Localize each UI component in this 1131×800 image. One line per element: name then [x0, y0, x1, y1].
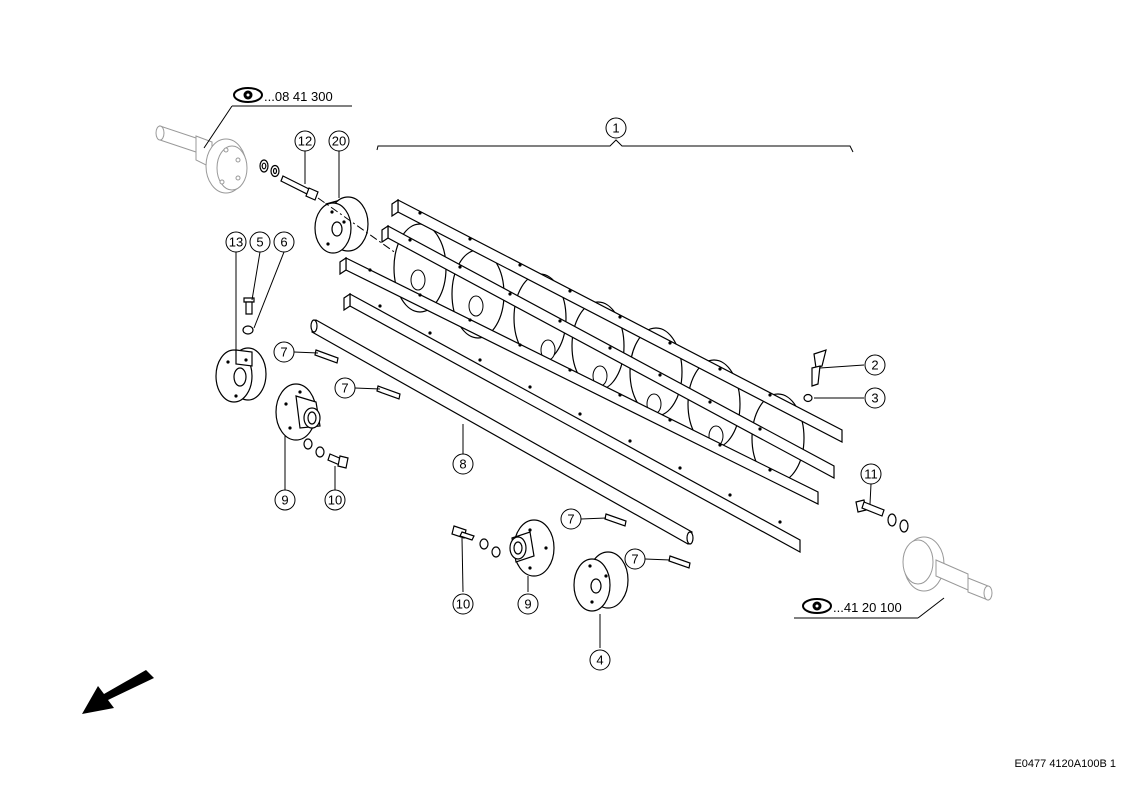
callout-9a[interactable]: 9	[274, 489, 296, 511]
disc-20	[314, 196, 369, 254]
svg-text:3: 3	[871, 391, 878, 406]
rotor-drum-1	[339, 198, 843, 554]
svg-text:10: 10	[328, 493, 342, 508]
key-7b	[376, 385, 401, 400]
callout-5[interactable]: 5	[249, 231, 271, 253]
svg-text:1: 1	[612, 121, 619, 136]
svg-text:20: 20	[332, 134, 346, 149]
callout-10a[interactable]: 10	[324, 489, 346, 511]
key-7a	[314, 349, 339, 364]
callout-7a[interactable]: 7	[273, 341, 295, 363]
shaft-8	[310, 319, 694, 545]
callout-6[interactable]: 6	[273, 231, 295, 253]
rotor-bar-holes	[368, 211, 782, 524]
callout-8[interactable]: 8	[452, 453, 474, 475]
top-reference[interactable]: ...08 41 300	[203, 87, 352, 149]
washers-10a	[303, 438, 349, 469]
eye-icon	[233, 87, 263, 103]
top-shaft-ghost	[155, 125, 248, 194]
callout-1[interactable]: 1	[605, 117, 627, 139]
svg-text:12: 12	[298, 134, 312, 149]
svg-text:7: 7	[341, 381, 348, 396]
bottom-reference[interactable]: ...41 20 100	[794, 597, 945, 619]
flange-9b	[509, 519, 555, 577]
washers-10b	[479, 538, 501, 558]
nut-6	[242, 325, 254, 335]
svg-text:8: 8	[459, 457, 466, 472]
bolt-10b	[451, 525, 475, 541]
svg-text:7: 7	[280, 345, 287, 360]
svg-text:11: 11	[864, 467, 878, 482]
callout-13[interactable]: 13	[225, 231, 247, 253]
rotor-bars	[339, 198, 843, 554]
washers-right	[887, 513, 909, 533]
bottom-shaft-ghost	[902, 536, 993, 601]
bottom-reference-text: ...41 20 100	[833, 600, 902, 615]
nut-3	[803, 393, 813, 403]
flange-9a	[275, 383, 321, 441]
hub-13	[215, 347, 267, 403]
top-reference-leader	[203, 105, 233, 149]
svg-text:4: 4	[596, 653, 603, 668]
svg-text:10: 10	[456, 597, 470, 612]
key-7d	[668, 555, 691, 569]
top-reference-text: ...08 41 300	[264, 89, 333, 104]
callout-11[interactable]: 11	[860, 463, 882, 485]
svg-text:9: 9	[524, 597, 531, 612]
callout-12[interactable]: 12	[294, 130, 316, 152]
svg-text:5: 5	[256, 235, 263, 250]
arrow-icon	[82, 670, 154, 714]
svg-text:6: 6	[280, 235, 287, 250]
eye-icon	[802, 598, 832, 614]
callout-7d[interactable]: 7	[624, 548, 646, 570]
svg-text:9: 9	[281, 493, 288, 508]
bolt-12	[280, 175, 319, 201]
tine-2	[811, 349, 827, 387]
callout-10b[interactable]: 10	[452, 593, 474, 615]
svg-text:13: 13	[229, 235, 243, 250]
svg-text:2: 2	[871, 358, 878, 373]
callout-20[interactable]: 20	[328, 130, 350, 152]
bottom-reference-leader	[917, 597, 945, 619]
bracket-part-1	[376, 139, 854, 153]
callout-9b[interactable]: 9	[517, 593, 539, 615]
callout-3[interactable]: 3	[864, 387, 886, 409]
callout-4[interactable]: 4	[589, 649, 611, 671]
svg-text:7: 7	[567, 512, 574, 527]
top-washers	[259, 159, 280, 178]
drawing-code: E0477 4120A100B 1	[1014, 758, 1116, 770]
bolt-11	[855, 499, 885, 517]
callout-7c[interactable]: 7	[560, 508, 582, 530]
svg-text:7: 7	[631, 552, 638, 567]
bolt-5	[243, 297, 255, 315]
callout-2[interactable]: 2	[864, 354, 886, 376]
axis-line	[317, 197, 401, 257]
disc-4	[573, 551, 629, 612]
callout-7b[interactable]: 7	[334, 377, 356, 399]
key-7c	[604, 513, 627, 527]
leader-lines	[235, 151, 872, 648]
